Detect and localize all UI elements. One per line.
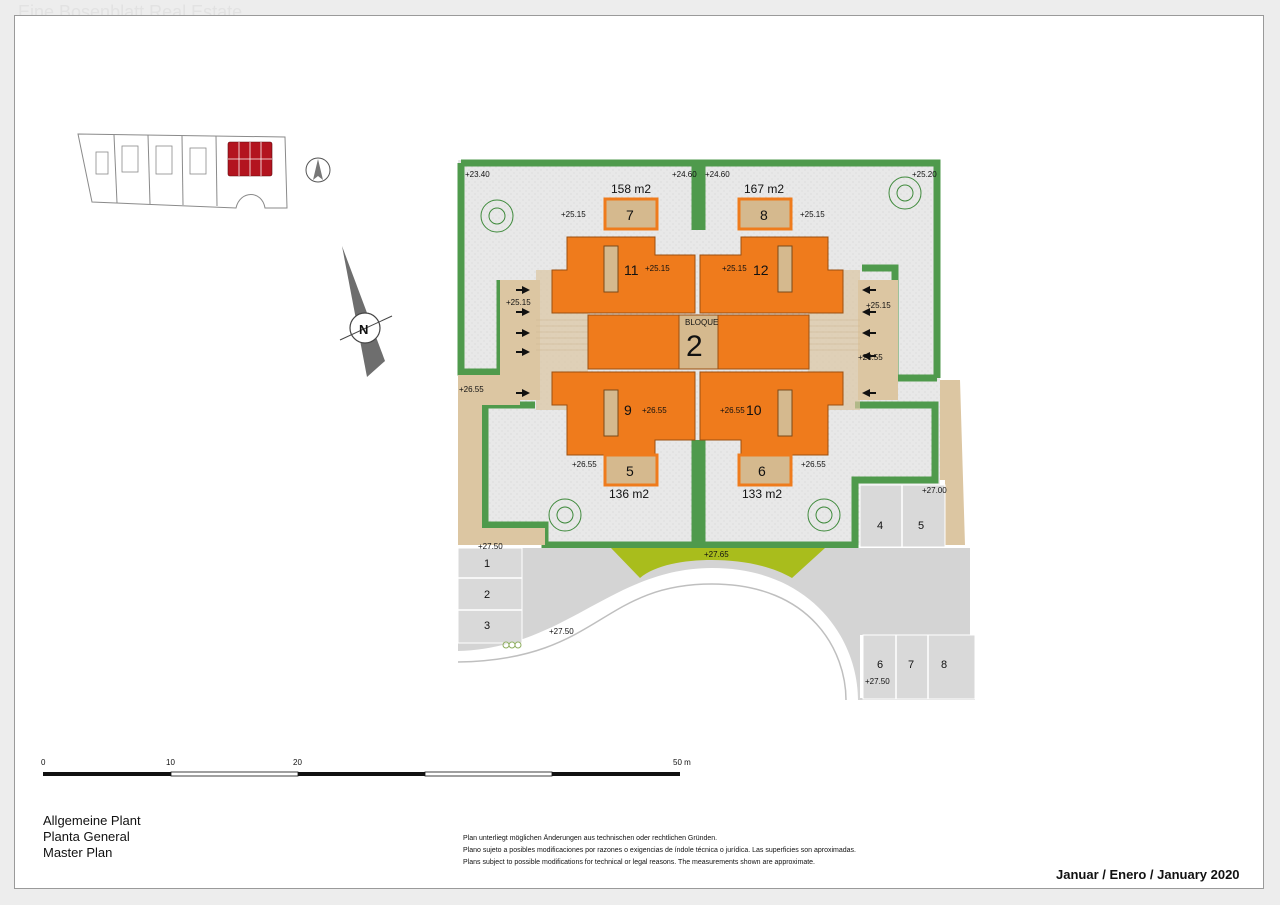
- level-label: +27.50: [478, 542, 503, 551]
- key-plan-divider: [147, 134, 151, 205]
- unit-11-level: +25.15: [645, 264, 670, 273]
- level-label: +24.60: [705, 170, 730, 179]
- terrace-5-area: 136 m2: [609, 487, 649, 501]
- svg-text:N: N: [359, 322, 368, 337]
- level-label: +26.55: [572, 460, 597, 469]
- parking-space-label: 1: [484, 558, 490, 570]
- parking-space-label: 5: [918, 520, 924, 532]
- key-plan-house: [121, 145, 139, 173]
- terrace-8-number: 8: [760, 207, 768, 223]
- entry-arrow-icons: [516, 286, 876, 397]
- unit-10-shape: [699, 371, 844, 456]
- unit-9-number: 9: [624, 402, 632, 418]
- unit-middle-east-shape: [717, 314, 810, 370]
- level-label: +26.55: [858, 353, 883, 362]
- level-label: +24.60: [672, 170, 697, 179]
- terrace-5-number: 5: [626, 463, 634, 479]
- terrace-7-area: 158 m2: [611, 182, 651, 196]
- title-line-en: Master Plan: [43, 845, 113, 860]
- level-label: +25.15: [561, 210, 586, 219]
- key-plan-house: [155, 145, 173, 175]
- key-plan-divider: [215, 135, 218, 207]
- unit-12-level: +25.15: [722, 264, 747, 273]
- disclaimer-de: Plan unterliegt möglichen Änderungen aus…: [463, 835, 718, 842]
- scale-bar: 0 10 20 50 m: [41, 758, 691, 777]
- scale-tick-label: 10: [166, 758, 175, 767]
- level-label: +27.65: [704, 550, 729, 559]
- level-label: +25.20: [912, 170, 937, 179]
- parking-space-label: 4: [877, 520, 883, 532]
- parking-west: [457, 547, 523, 644]
- east-stair-path: [858, 280, 898, 400]
- access-road: [458, 548, 975, 700]
- parking-space-label: 2: [484, 589, 490, 601]
- terrace-6-area: 133 m2: [742, 487, 782, 501]
- unit-12-number: 12: [753, 262, 769, 278]
- east-path: [940, 380, 965, 545]
- level-label: +27.50: [865, 677, 890, 686]
- unit-12-shape: [699, 236, 844, 314]
- parking-space-label: 3: [484, 620, 490, 632]
- parking-space-label: 8: [941, 659, 947, 671]
- road-curb: [457, 583, 847, 701]
- west-path: [458, 375, 545, 545]
- unit-9-level: +26.55: [642, 406, 667, 415]
- disclaimer-en: Plans subject to possible modifications …: [463, 859, 815, 866]
- key-plan-divider: [113, 134, 118, 204]
- skylights: [603, 245, 793, 437]
- north-arrow-icon: N: [339, 246, 393, 377]
- unit-shapes: [551, 236, 844, 456]
- scale-tick-label: 20: [293, 758, 302, 767]
- key-plan-house: [189, 147, 207, 175]
- terrace-6-number: 6: [758, 463, 766, 479]
- disclaimer-es: Plano sujeto a posibles modificaciones p…: [463, 847, 857, 854]
- key-plan: [77, 133, 331, 209]
- key-plan-north-arrow-icon: [313, 159, 323, 180]
- unit-11-shape: [551, 236, 696, 314]
- unit-11-number: 11: [624, 262, 639, 278]
- west-stair-path: [500, 280, 540, 400]
- parking-space-label: 6: [877, 659, 883, 671]
- unit-middle-west-shape: [587, 314, 680, 370]
- level-label: +25.15: [800, 210, 825, 219]
- level-label: +26.55: [459, 385, 484, 394]
- block-number: 2: [686, 330, 703, 363]
- tree-icons: [480, 176, 922, 532]
- key-plan-divider: [181, 135, 184, 206]
- parking-space-label: 7: [908, 659, 914, 671]
- scale-tick-label: 50 m: [673, 758, 691, 767]
- level-label: +25.15: [866, 301, 891, 310]
- level-label: +26.55: [801, 460, 826, 469]
- key-plan-house: [95, 151, 109, 175]
- unit-10-level: +26.55: [720, 406, 745, 415]
- level-label: +25.15: [506, 298, 531, 307]
- block-core: [678, 314, 719, 370]
- level-label: +27.00: [922, 486, 947, 495]
- terrace-6-shape: [737, 453, 793, 487]
- date-label: Januar / Enero / January 2020: [1056, 867, 1240, 882]
- parking-southeast: [862, 634, 976, 700]
- terrace-shapes: [603, 197, 793, 487]
- bush-icons: [502, 641, 522, 649]
- block-label: BLOQUE: [685, 318, 718, 327]
- site-plan: BLOQUE 2 11 +25.15 12 +25.15 9 +26.55 10…: [457, 159, 976, 701]
- terrace-7-shape: [603, 197, 659, 231]
- terrace-8-shape: [737, 197, 793, 231]
- title-line-es: Planta General: [43, 829, 130, 844]
- terrace-8-area: 167 m2: [744, 182, 784, 196]
- green-access: [611, 548, 825, 578]
- title-line-de: Allgemeine Plant: [43, 813, 141, 828]
- level-label: +27.50: [549, 627, 574, 636]
- title-block: Allgemeine Plant Planta General Master P…: [43, 813, 141, 861]
- scale-tick-label: 0: [41, 758, 46, 767]
- disclaimer: Plan unterliegt möglichen Änderungen aus…: [463, 833, 856, 869]
- terrace-5-shape: [603, 453, 659, 487]
- level-label: +23.40: [465, 170, 490, 179]
- unit-10-number: 10: [746, 402, 762, 418]
- terrace-7-number: 7: [626, 207, 634, 223]
